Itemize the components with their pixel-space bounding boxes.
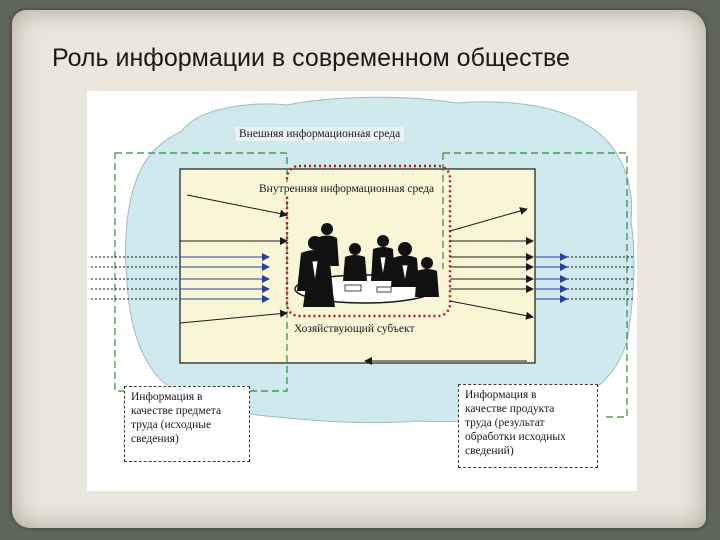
outer-environment-label: Внешняя информационная среда: [235, 127, 404, 141]
input-note-line: труда (исходные: [131, 418, 243, 432]
output-note-line: качестве продукта: [465, 402, 591, 416]
input-note-line: Информация в: [131, 390, 243, 404]
output-note-line: обработки исходных: [465, 430, 591, 444]
subject-label: Хозяйствующий субъект: [290, 322, 419, 336]
input-information-note: Информация в качестве предмета труда (ис…: [124, 386, 250, 462]
output-note-line: сведений): [465, 444, 591, 458]
output-note-line: труда (результат: [465, 416, 591, 430]
input-note-line: качестве предмета: [131, 404, 243, 418]
diagram-figure: Внешняя информационная среда Внутренняя …: [87, 91, 637, 491]
inner-environment-label: Внутренняя информационная среда: [255, 182, 438, 196]
input-note-line: сведения): [131, 432, 243, 446]
output-information-note: Информация в качестве продукта труда (ре…: [458, 384, 598, 468]
slide-title: Роль информации в современном обществе: [52, 44, 692, 73]
output-note-line: Информация в: [465, 388, 591, 402]
